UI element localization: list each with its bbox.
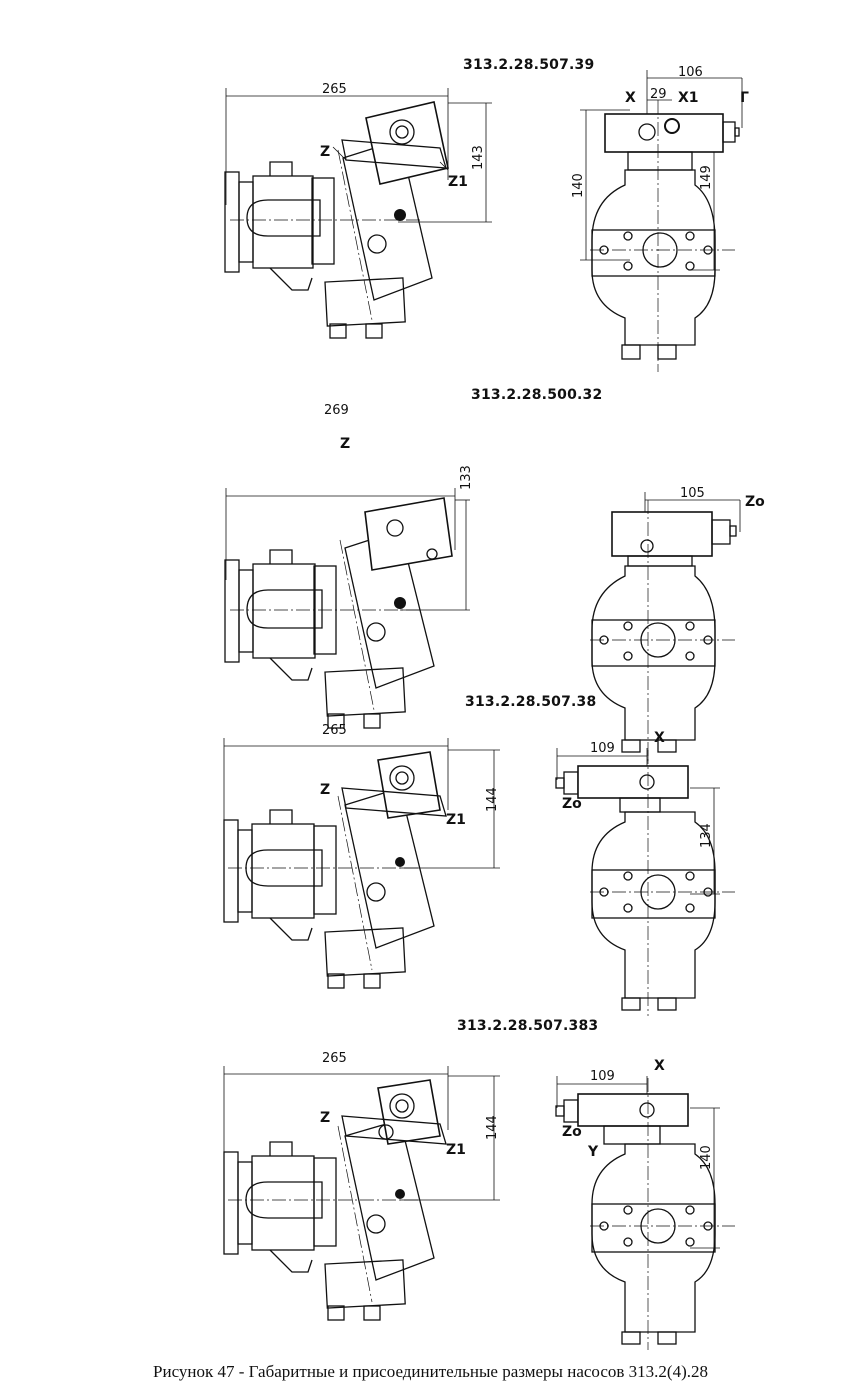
figure-caption: Рисунок 47 - Габаритные и присоединитель… <box>153 1362 708 1381</box>
pump-drawing: 265 144 Z Z1 <box>223 1051 735 1350</box>
front-view <box>580 70 743 372</box>
dim-small: 29 <box>650 87 667 102</box>
front-view <box>590 492 741 764</box>
dim-height: 144 <box>485 787 500 812</box>
dim-right: 140 <box>699 1145 714 1170</box>
port-z: Z <box>340 436 350 452</box>
front-view <box>555 748 735 1016</box>
pump-variant-4: 313.2.28.507.383 <box>0 1010 861 1350</box>
front-view <box>555 1076 735 1350</box>
model-label: 313.2.28.507.39 <box>463 57 595 73</box>
model-label: 313.2.28.507.383 <box>457 1018 599 1034</box>
dim-top: 109 <box>590 741 615 756</box>
port-g: Г <box>740 90 749 106</box>
pump-drawing: 265 143 Z Z1 <box>224 65 749 372</box>
side-view <box>224 488 470 729</box>
dim-height: 133 <box>459 465 474 490</box>
pump-variant-2: 313.2.28.500.32 <box>0 380 861 764</box>
pump-variant-3: 313.2.28.507.38 <box>0 690 861 1016</box>
port-z: Z <box>320 782 330 798</box>
port-z: Z <box>320 1110 330 1126</box>
side-view <box>223 1066 500 1321</box>
port-x1: X1 <box>678 90 699 106</box>
port-zo: Zo <box>562 1124 582 1140</box>
port-z1: Z1 <box>446 812 466 828</box>
pump-drawing: 265 144 Z Z1 <box>223 723 735 1016</box>
dim-right: 149 <box>699 165 714 190</box>
dim-top: 109 <box>590 1069 615 1084</box>
dim-width: 265 <box>322 82 347 97</box>
side-view <box>224 88 492 339</box>
dim-height: 144 <box>485 1115 500 1140</box>
dim-top: 105 <box>680 486 705 501</box>
dim-top: 106 <box>678 65 703 80</box>
port-zo: Zo <box>562 796 582 812</box>
model-label: 313.2.28.500.32 <box>471 387 603 403</box>
side-view <box>223 738 500 989</box>
dim-right: 134 <box>699 823 714 848</box>
port-z: Z <box>320 144 330 160</box>
port-z1: Z1 <box>448 174 468 190</box>
dim-width: 265 <box>322 723 347 738</box>
dim-height: 143 <box>471 145 486 170</box>
pump-drawing: 269 133 Z 105 Zo <box>224 403 765 764</box>
pump-variant-1: 313.2.28.507.39 <box>0 0 861 380</box>
port-zo: Zo <box>745 494 765 510</box>
dim-width: 265 <box>322 1051 347 1066</box>
port-x: X <box>625 90 636 106</box>
port-y: Y <box>587 1144 599 1160</box>
model-label: 313.2.28.507.38 <box>465 694 597 710</box>
port-x: X <box>654 730 665 746</box>
port-x: X <box>654 1058 665 1074</box>
port-z1: Z1 <box>446 1142 466 1158</box>
dim-left: 140 <box>571 173 586 198</box>
dim-width: 269 <box>324 403 349 418</box>
